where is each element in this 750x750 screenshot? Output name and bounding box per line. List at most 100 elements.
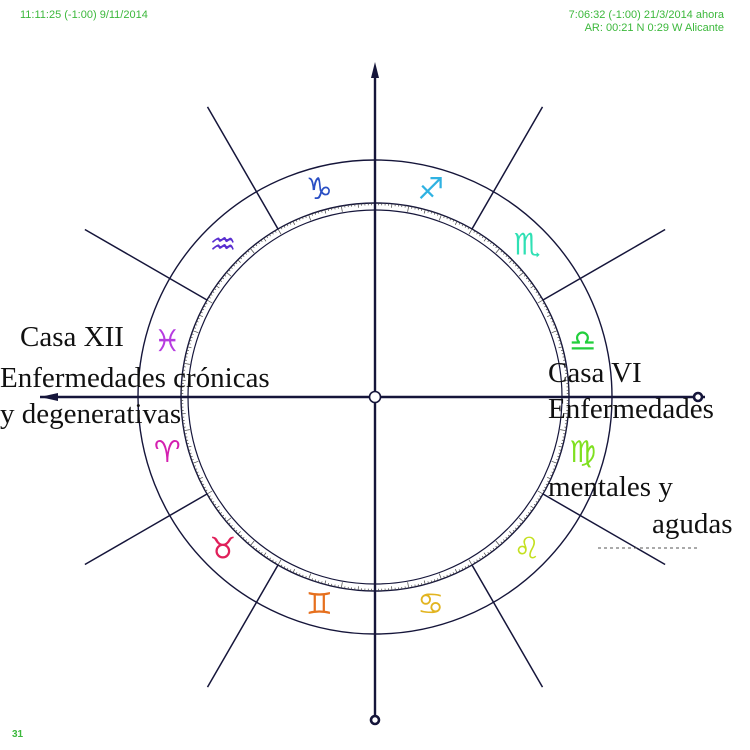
- degree-tick: [219, 512, 223, 515]
- degree-tick: [427, 581, 429, 584]
- degree-tick: [263, 237, 267, 242]
- degree-tick: [289, 222, 292, 225]
- chart-datetime: 11:11:25 (-1:00) 9/11/2014: [20, 9, 148, 21]
- degree-tick: [557, 336, 560, 339]
- degree-tick: [550, 474, 553, 477]
- aquarius-sign-icon: ♒︎: [210, 227, 237, 262]
- degree-tick: [503, 252, 506, 255]
- degree-tick: [542, 302, 545, 305]
- degree-tick: [468, 559, 473, 566]
- degree-tick: [327, 583, 329, 586]
- degree-tick: [203, 486, 206, 489]
- degree-tick: [286, 567, 289, 571]
- degree-tick: [468, 228, 473, 235]
- degree-tick: [551, 460, 558, 464]
- degree-tick: [537, 498, 540, 501]
- degree-tick: [271, 232, 274, 235]
- degree-tick: [255, 547, 258, 551]
- degree-tick: [269, 234, 271, 237]
- degree-tick: [317, 580, 320, 583]
- degree-tick: [197, 474, 200, 477]
- gemini-sign-icon: ♊︎: [306, 587, 333, 622]
- degree-tick: [552, 324, 556, 326]
- degree-tick: [505, 254, 508, 257]
- degree-tick: [280, 227, 283, 230]
- house-cusp-line: [206, 106, 279, 230]
- degree-tick: [407, 205, 410, 212]
- center-point: [368, 390, 382, 404]
- house-cusp-line: [84, 228, 208, 301]
- degree-tick: [530, 285, 535, 289]
- degree-tick: [535, 291, 538, 293]
- degree-tick: [311, 578, 313, 581]
- page-number: 31: [12, 729, 24, 740]
- degree-tick: [427, 210, 429, 213]
- degree-tick: [433, 212, 436, 215]
- degree-tick: [206, 299, 213, 304]
- house-cusps: [84, 106, 666, 688]
- degree-tick: [446, 216, 448, 220]
- degree-tick: [269, 557, 271, 560]
- location: AR: 00:21 N 0:29 W Alicante: [584, 22, 724, 34]
- degree-tick: [458, 222, 461, 225]
- degree-tick: [423, 580, 426, 585]
- degree-tick: [495, 246, 498, 249]
- degree-tick: [559, 343, 562, 345]
- degree-tick: [200, 311, 203, 314]
- degree-tick: [250, 540, 255, 546]
- degree-tick: [461, 567, 464, 571]
- degree-tick: [298, 218, 301, 221]
- leo-sign-icon: ♌︎: [514, 532, 541, 567]
- degree-tick: [193, 465, 197, 467]
- degree-tick: [194, 324, 198, 326]
- degree-tick: [232, 527, 235, 530]
- degree-tick: [443, 215, 445, 219]
- degree-tick: [228, 522, 231, 525]
- degree-tick: [257, 241, 260, 245]
- degree-tick: [535, 501, 538, 503]
- degree-tick: [190, 336, 193, 339]
- degree-tick: [517, 266, 520, 269]
- degree-tick: [340, 582, 343, 589]
- degree-tick: [192, 460, 199, 464]
- degree-tick: [197, 317, 200, 320]
- degree-tick: [515, 527, 518, 530]
- degree-tick: [423, 209, 426, 214]
- degree-tick: [192, 330, 199, 334]
- degree-tick: [552, 468, 556, 470]
- degree-tick: [187, 445, 192, 448]
- degree-tick: [537, 490, 544, 495]
- degree-tick: [274, 230, 277, 233]
- degree-tick: [539, 495, 542, 498]
- degree-tick: [196, 320, 199, 323]
- degree-tick: [217, 509, 221, 512]
- degree-tick: [201, 308, 205, 311]
- degree-tick: [203, 305, 206, 308]
- degree-tick: [247, 250, 250, 253]
- degree-tick: [509, 259, 513, 263]
- degree-tick: [212, 501, 215, 503]
- degree-tick: [530, 505, 535, 509]
- degree-tick: [292, 569, 296, 573]
- degree-tick: [311, 213, 313, 216]
- degree-tick: [527, 279, 531, 282]
- degree-tick: [260, 239, 263, 243]
- house-cusp-line: [542, 493, 666, 566]
- degree-tick: [481, 555, 484, 559]
- degree-tick: [235, 261, 238, 265]
- degree-tick: [186, 349, 189, 351]
- degree-tick: [560, 429, 567, 432]
- degree-tick: [199, 476, 203, 480]
- degree-tick: [189, 452, 192, 455]
- degree-tick: [295, 572, 298, 575]
- house6-line1: Enfermedades: [548, 393, 714, 425]
- degree-tick: [244, 252, 247, 255]
- degree-tick: [518, 272, 524, 277]
- degree-tick: [492, 243, 495, 247]
- degree-tick: [239, 534, 243, 537]
- degree-tick: [437, 578, 439, 581]
- degree-tick: [551, 320, 554, 323]
- degree-tick: [483, 237, 487, 242]
- degree-tick: [286, 223, 289, 227]
- degree-tick: [507, 534, 511, 537]
